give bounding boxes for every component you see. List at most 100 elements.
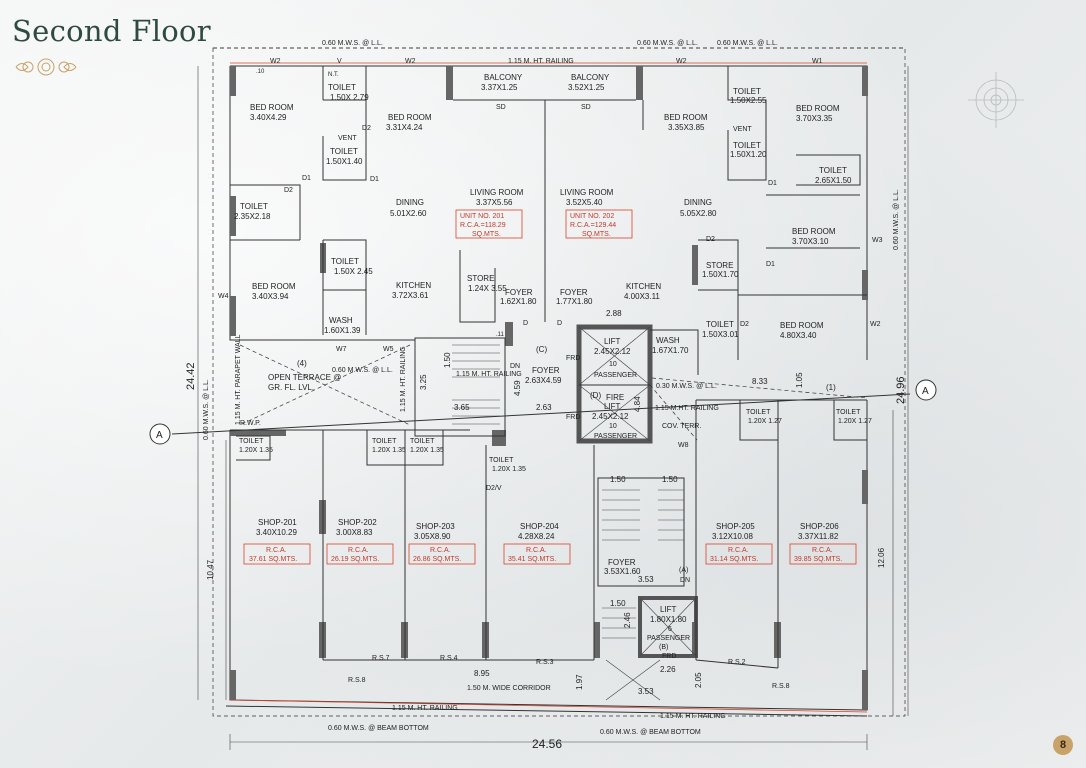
room-name: TOILET — [240, 202, 268, 211]
terrace-label-2: GR. FL. LVL. — [268, 383, 314, 392]
rs-label: R.S.8 — [348, 677, 366, 684]
page-number-badge: 8 — [1053, 735, 1073, 755]
vent-label: VENT — [733, 126, 752, 133]
door-label: D1 — [766, 261, 775, 268]
window-w7: W7 — [336, 346, 347, 353]
door-label: D2 — [284, 187, 293, 194]
shop-walls — [230, 399, 867, 669]
shop-area: 26.86 SQ.MTS. — [413, 556, 461, 563]
shop-area: 35.41 SQ.MTS. — [508, 556, 556, 563]
room-name: BALCONY — [571, 73, 610, 82]
room-size: 1.24X 3.55 — [468, 284, 507, 293]
room-name: BED ROOM — [792, 227, 836, 236]
shop-size: 3.37X11.82 — [798, 532, 839, 541]
room-name: WASH — [329, 316, 353, 325]
dim-353b: 3.53 — [638, 687, 654, 696]
room-name: BED ROOM — [388, 113, 432, 122]
toilet-label: TOILET — [746, 409, 771, 416]
shop-name: SHOP-204 — [520, 522, 559, 531]
dim-small: .11 — [496, 332, 505, 338]
lift-label: LIFT — [604, 337, 621, 346]
toilet-label: TOILET — [836, 409, 861, 416]
room-size: 3.52X1.25 — [568, 83, 605, 92]
railing-bottom-1: 1.15 M. HT. RAILING — [392, 705, 458, 712]
shop-area: 37.61 SQ.MTS. — [249, 556, 297, 563]
room-size: 3.40X4.29 — [250, 113, 287, 122]
shop-rca: R.C.A. — [526, 547, 547, 554]
dim-365: 3.65 — [454, 403, 470, 412]
room-size: 3.35X3.85 — [668, 123, 705, 132]
dim-left-lower: 10.47 — [206, 559, 215, 580]
room-size: 1.50X3.01 — [702, 330, 739, 339]
section-line — [149, 379, 937, 445]
shop-area: 31.14 SQ.MTS. — [710, 556, 758, 563]
window-w5: W5 — [383, 346, 394, 353]
dim-833: 8.33 — [752, 377, 768, 386]
lift-cap: 10 — [609, 361, 617, 368]
building-outline — [225, 62, 868, 717]
dim-150c: 1.50 — [610, 599, 626, 608]
lift-size: 1.80X1.80 — [650, 615, 687, 624]
toilet-label: TOILET — [410, 438, 435, 445]
room-size: 4.80X3.40 — [780, 331, 817, 340]
room-name: BED ROOM — [796, 104, 840, 113]
dim-mws-bottom-1: 0.60 M.W.S. @ BEAM BOTTOM — [328, 725, 429, 732]
d-label: D — [523, 320, 528, 327]
open-terrace — [239, 344, 868, 441]
dim-right-lower: 12.06 — [877, 547, 886, 568]
window-w8: W8 — [678, 442, 689, 449]
rs-label: R.S.8 — [772, 683, 790, 690]
mws-top-1: 0.60 M.W.S. @ L.L. — [322, 40, 383, 47]
room-name: BED ROOM — [252, 282, 296, 291]
room-name: LIVING ROOM — [560, 188, 614, 197]
room-size: 1.50X 2.79 — [330, 93, 369, 102]
toilet-size: 1.20X 1.35 — [239, 447, 273, 454]
stair-railing: 1.15 M. HT. RAILING — [456, 371, 522, 378]
unit-name: UNIT NO. 202 — [570, 213, 614, 220]
dim-mws-right: 0.60 M.W.S. @ L.L. — [893, 189, 900, 250]
toilet-size: 1.20X 1.35 — [492, 466, 526, 473]
dim-459: 4.59 — [513, 380, 522, 396]
lift-size: 2.45X2.12 — [594, 347, 631, 356]
room-size: 4.00X3.11 — [624, 292, 660, 301]
dim-150b: 1.50 — [662, 475, 678, 484]
room-size: 1.50X1.40 — [326, 157, 363, 166]
room-name: BED ROOM — [250, 103, 294, 112]
room-name: FOYER — [505, 288, 533, 297]
door-label: D1 — [302, 175, 311, 182]
room-size: 2.65X1.50 — [815, 176, 852, 185]
dim-325: 3.25 — [419, 374, 428, 390]
room-size: 3.70X3.10 — [792, 237, 829, 246]
staircase — [414, 337, 685, 701]
dim-895: 8.95 — [474, 669, 490, 678]
room-size: 5.05X2.80 — [680, 209, 717, 218]
shop-rca: R.C.A. — [728, 547, 749, 554]
toilet-size: 1.20X 1.27 — [748, 418, 782, 425]
shop-name: SHOP-206 — [800, 522, 839, 531]
room-name: TOILET — [328, 83, 356, 92]
sd-label: SD — [581, 104, 591, 111]
dim-150a: 1.50 — [610, 475, 626, 484]
room-size: 3.37X5.56 — [476, 198, 513, 207]
foyer-label: FOYER — [532, 366, 560, 375]
d-label: D — [557, 320, 562, 327]
lift-type: PASSENGER — [647, 635, 690, 642]
plan-labels: 0.60 M.W.S. @ L.L. 0.60 M.W.S. @ L.L. 0.… — [156, 40, 929, 751]
shop-rca: R.C.A. — [812, 547, 833, 554]
shop-rca: R.C.A. — [348, 547, 369, 554]
core-d: (D) — [590, 391, 601, 400]
core-c: (C) — [536, 345, 547, 354]
shop-size: 3.00X8.83 — [336, 528, 373, 537]
toilet-label: TOILET — [489, 457, 514, 464]
rs-label: R.S.2 — [728, 659, 746, 666]
room-name: LIVING ROOM — [470, 188, 524, 197]
dim-105: 1.05 — [795, 372, 804, 388]
rwp-label: R.W.P. — [240, 420, 261, 427]
window-w1: W1 — [812, 58, 823, 65]
room-size: 3.72X3.61 — [392, 291, 429, 300]
room-name: WASH — [656, 336, 680, 345]
unit-rca: R.C.A.=129.44 — [570, 222, 616, 229]
railing-top: 1.15 M. HT. RAILING — [508, 58, 574, 65]
lift-label: LIFT — [604, 402, 621, 411]
